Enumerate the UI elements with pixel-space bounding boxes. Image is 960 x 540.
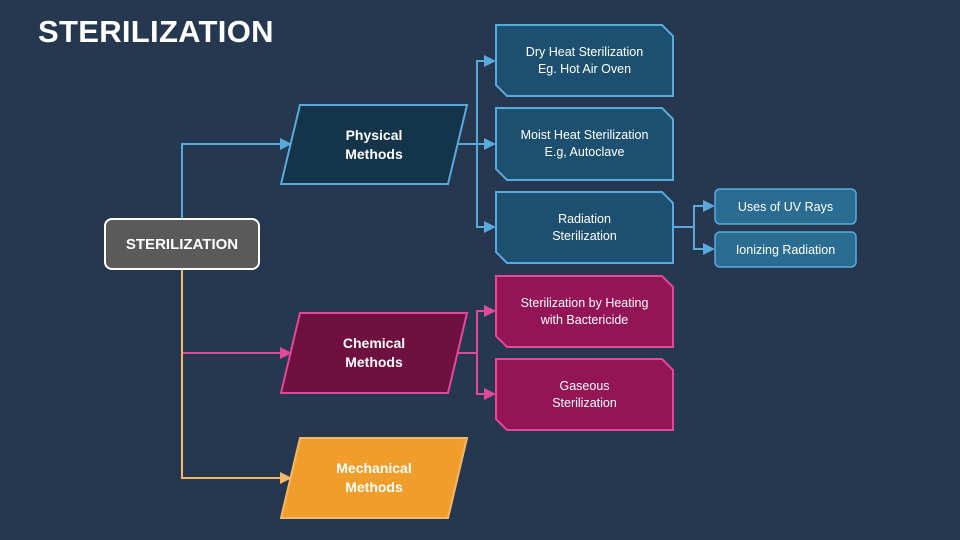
leaf-label: Moist Heat Sterilization E.g, Autoclave [520, 128, 649, 159]
gaseous-shape [495, 358, 674, 431]
moist-heat-shape [495, 107, 674, 181]
chemical-shape [279, 312, 469, 394]
leaf-label: Ionizing Radiation [735, 242, 836, 257]
physical-shape [279, 104, 469, 185]
leaf-moist-heat[interactable]: Moist Heat Sterilization E.g, Autoclave [496, 108, 673, 180]
leaf-heating-bactericide[interactable]: Sterilization by Heating with Bactericid… [496, 276, 673, 347]
connector-chemical-gaseous [476, 353, 496, 400]
branch-label: Mechanical Methods [336, 460, 412, 495]
root-node-sterilization[interactable]: STERILIZATION [104, 218, 260, 270]
mechanical-shape [279, 437, 469, 519]
connector-physical-radiation [476, 144, 496, 233]
root-label: STERILIZATION [125, 235, 239, 253]
connector-root-physical [181, 138, 292, 218]
connector-radiation-ionizing [693, 227, 715, 255]
leaf-ionizing-radiation[interactable]: Ionizing Radiation [715, 232, 856, 267]
leaf-gaseous[interactable]: Gaseous Sterilization [496, 359, 673, 430]
leaf-label: Gaseous Sterilization [552, 378, 617, 410]
connector-physical-dry [476, 55, 496, 144]
branch-physical-methods[interactable]: Physical Methods [290, 105, 458, 184]
leaf-label: Dry Heat Sterilization Eg. Hot Air Oven [525, 44, 644, 76]
connector-chemical-heating [476, 305, 496, 353]
leaf-label: Uses of UV Rays [737, 199, 834, 214]
ionizing-shape [714, 231, 857, 268]
connector-root-chemical [181, 270, 292, 359]
dry-heat-shape [495, 24, 674, 97]
connector-root-mechanical [181, 270, 292, 484]
leaf-radiation[interactable]: Radiation Sterilization [496, 192, 673, 263]
leaf-label: Sterilization by Heating with Bactericid… [520, 295, 649, 327]
branch-label: Chemical Methods [342, 335, 406, 370]
page-title: STERILIZATION [38, 14, 274, 49]
connector-radiation-uv [693, 200, 715, 227]
heating-bactericide-shape [495, 275, 674, 348]
leaf-dry-heat[interactable]: Dry Heat Sterilization Eg. Hot Air Oven [496, 25, 673, 96]
branch-chemical-methods[interactable]: Chemical Methods [290, 313, 458, 393]
leaf-label: Radiation Sterilization [552, 211, 617, 243]
radiation-shape [495, 191, 674, 264]
leaf-uv-rays[interactable]: Uses of UV Rays [715, 189, 856, 224]
branch-mechanical-methods[interactable]: Mechanical Methods [290, 438, 458, 518]
branch-label: Physical Methods [345, 126, 403, 162]
uv-rays-shape [714, 188, 857, 225]
